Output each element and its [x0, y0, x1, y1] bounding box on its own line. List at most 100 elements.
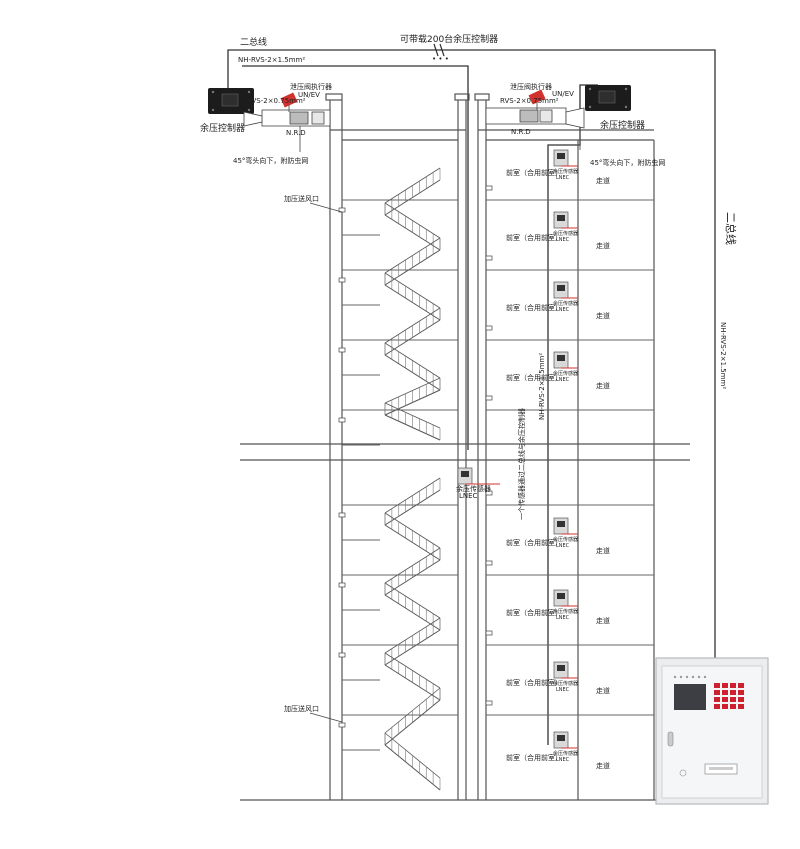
keypad-key — [730, 697, 736, 702]
sensor-model-mid: LNEC — [459, 492, 478, 500]
sensor-model: LNEC — [556, 377, 570, 383]
keypad-key — [730, 683, 736, 688]
corridor-label: 走道 — [596, 761, 610, 770]
corridor-label: 走道 — [596, 546, 610, 555]
controller-box-icon-right — [585, 85, 631, 111]
controller-label-right: 余压控制器 — [600, 119, 645, 131]
anteroom-label: 前室（合用前室） — [506, 373, 562, 382]
corridor-label: 走道 — [596, 381, 610, 390]
riser-inlet — [485, 560, 493, 566]
pressure-sensor-icon — [553, 211, 569, 229]
keypad-key — [738, 704, 744, 709]
inlet-label-bottom: 加压送风口 — [284, 704, 319, 713]
pressure-sensor-icon — [553, 149, 569, 167]
sensor-label: 余压传感器 — [553, 230, 578, 237]
screen-note-right: 45°弯头向下，附防虫网 — [590, 158, 665, 167]
sensor-model: LNEC — [556, 307, 570, 313]
keypad-key — [722, 697, 728, 702]
keypad-key — [714, 697, 720, 702]
inlet-leader-top — [309, 202, 343, 213]
corridor-label: 走道 — [596, 686, 610, 695]
bus-wiring — [227, 49, 716, 745]
staircase — [384, 167, 441, 791]
anteroom-label: 前室（合用前室） — [506, 538, 562, 547]
keypad-key — [730, 690, 736, 695]
valve-power-right: UN/EV — [552, 90, 574, 98]
anteroom-label: 前室（合用前室） — [506, 678, 562, 687]
keypad-key — [738, 683, 744, 688]
sensor-model: LNEC — [556, 237, 570, 243]
riser-inlet — [485, 630, 493, 636]
valve-label-left: 泄压阀执行器 — [290, 82, 332, 91]
riser-inlet — [485, 490, 493, 496]
inlet-leader-bottom — [309, 712, 343, 723]
sensor-label: 余压传感器 — [553, 608, 578, 615]
controller-box-icon-left — [208, 88, 254, 114]
valve-cable-right: RVS-2×0.75mm² — [500, 97, 559, 105]
keypad-key — [738, 697, 744, 702]
floor-content: 前室（合用前室）走道前室（合用前室）走道前室（合用前室）走道前室（合用前室）走道… — [506, 149, 610, 770]
inlet-label-top: 加压送风口 — [284, 194, 319, 203]
sensor-label: 余压传感器 — [553, 750, 578, 757]
keypad-key — [722, 704, 728, 709]
keypad-key — [714, 690, 720, 695]
anteroom-label: 前室（合用前室） — [506, 608, 562, 617]
duct-marker-left: N.R.D — [286, 129, 306, 137]
duct-marker-right: N.R.D — [511, 128, 531, 136]
right-bus-label: 二总线 — [724, 212, 738, 245]
anteroom-label: 前室（合用前室） — [506, 753, 562, 762]
sensor-label: 余压传感器 — [553, 300, 578, 307]
valve-actuator-icon-right — [528, 89, 546, 110]
keypad-key — [738, 690, 744, 695]
pressure-sensor-icon — [553, 661, 569, 679]
pressure-sensor-icon — [553, 517, 569, 535]
corridor-label: 走道 — [596, 311, 610, 320]
corridor-label: 走道 — [596, 176, 610, 185]
keypad-key — [722, 690, 728, 695]
corridor-label: 走道 — [596, 241, 610, 250]
air-inlet — [338, 347, 346, 353]
fan-duct-left — [243, 109, 331, 127]
sensor-model: LNEC — [556, 615, 570, 621]
keypad-key — [714, 704, 720, 709]
anteroom-label: 前室（合用前室） — [506, 303, 562, 312]
riser-cable-label: NH-RVS-2×1.5mm² — [538, 353, 546, 420]
pressure-sensor-icon — [553, 281, 569, 299]
floor-slabs — [338, 185, 654, 751]
sensor-label: 余压传感器 — [553, 536, 578, 543]
riser-inlet — [485, 185, 493, 191]
sensor-label-mid: 余压传感器 — [456, 484, 491, 493]
pressure-sensor-icon-mid — [457, 467, 473, 485]
riser-note: 一个传感器通过二总线与余压控制器 — [517, 408, 526, 520]
valve-label-right: 泄压阀执行器 — [510, 82, 552, 91]
bus-breaks — [433, 43, 445, 57]
corridor-label: 走道 — [596, 616, 610, 625]
sensor-model: LNEC — [556, 757, 570, 763]
controller-label-left: 余压控制器 — [200, 122, 245, 134]
sensor-label: 余压传感器 — [553, 370, 578, 377]
riser-inlet — [485, 700, 493, 706]
anteroom-label: 前室（合用前室） — [506, 168, 562, 177]
screen-note-left: 45°弯头向下，附防虫网 — [233, 156, 308, 165]
air-inlet — [338, 512, 346, 518]
keypad — [714, 683, 744, 709]
air-inlet — [338, 582, 346, 588]
air-inlet — [338, 722, 346, 728]
top-capacity-label: 可带载200台余压控制器 — [400, 33, 498, 45]
valve-power-left: UN/EV — [298, 91, 320, 99]
right-cable-spec: NH-RVS-2×1.5mm² — [719, 322, 727, 389]
building-walls — [240, 93, 690, 801]
pressure-sensor-icon — [553, 351, 569, 369]
sensor-label: 余压传感器 — [553, 168, 578, 175]
pressure-sensor-icon — [553, 589, 569, 607]
valve-actuator-icon-left — [280, 92, 298, 112]
top-cable-spec: NH-RVS-2×1.5mm² — [238, 56, 305, 64]
anteroom-label: 前室（合用前室） — [506, 233, 562, 242]
air-inlet — [338, 652, 346, 658]
riser-inlet — [485, 395, 493, 401]
keypad-key — [722, 683, 728, 688]
top-bus-label: 二总线 — [240, 36, 267, 48]
control-cabinet-icon — [655, 657, 769, 805]
fan-duct-right — [485, 107, 585, 129]
